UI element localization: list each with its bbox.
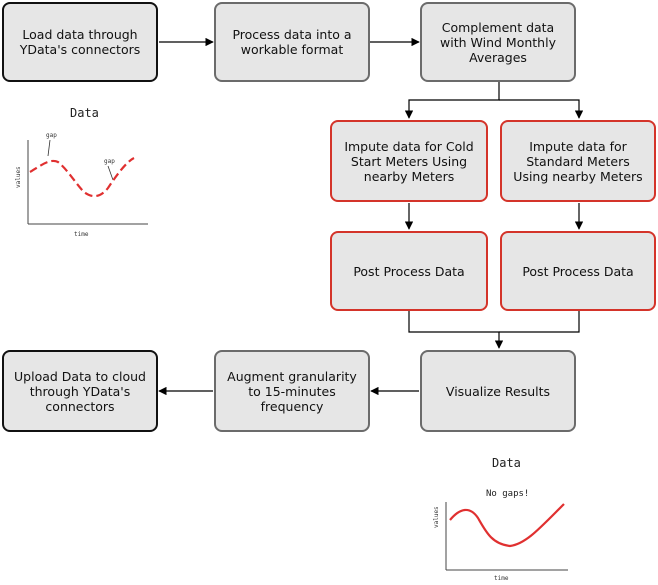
node-upload-data-label: Upload Data to cloud through YData's con… [14,368,146,414]
sketch-before-gap-label-2: gap [104,158,115,165]
sketch-before-gap-arrow-1 [47,139,51,157]
sketch-before-gap-arrow-2 [107,165,114,181]
sketch-before-series [29,157,135,198]
sketch-before-title: Data [70,106,99,120]
node-impute-standard-label: Impute data for Standard Meters Using ne… [513,138,643,184]
sketch-before-xlabel: time [74,231,89,238]
node-post-process-left[interactable]: Post Process Data [330,231,488,311]
sketch-data-no-gaps: Data No gaps! values time [433,456,568,582]
node-visualize-results-label: Visualize Results [445,383,551,399]
node-post-process-left-label: Post Process Data [353,263,465,279]
node-process-data[interactable]: Process data into a workable format [214,2,370,82]
sketch-before-gap-label-1: gap [46,132,57,139]
node-post-process-right[interactable]: Post Process Data [500,231,656,311]
node-complement-data-label: Complement data with Wind Monthly Averag… [440,19,556,65]
arrow-merge-left [408,310,504,349]
arrow-complement-split-right [499,99,584,119]
node-impute-cold-start[interactable]: Impute data for Cold Start Meters Using … [330,120,488,202]
sketch-after-xlabel: time [494,575,509,582]
node-process-data-label: Process data into a workable format [232,27,352,57]
node-complement-data[interactable]: Complement data with Wind Monthly Averag… [420,2,576,82]
sketch-data-with-gaps: Data values time gap gap [15,106,148,238]
node-load-data[interactable]: Load data through YData's connectors [2,2,158,82]
node-load-data-label: Load data through YData's connectors [19,27,141,57]
node-augment-granularity-label: Augment granularity to 15-minutes freque… [227,368,357,414]
node-visualize-results[interactable]: Visualize Results [420,350,576,432]
node-augment-granularity[interactable]: Augment granularity to 15-minutes freque… [214,350,370,432]
sketch-before-ylabel: values [15,166,22,188]
arrow-complement-split [404,82,500,119]
sketch-after-series [449,503,565,548]
node-upload-data[interactable]: Upload Data to cloud through YData's con… [2,350,158,432]
sketch-after-ylabel: values [433,506,440,528]
node-impute-standard[interactable]: Impute data for Standard Meters Using ne… [500,120,656,202]
sketch-after-note: No gaps! [486,489,529,499]
node-impute-cold-start-label: Impute data for Cold Start Meters Using … [344,138,474,184]
sketch-after-title: Data [492,456,521,470]
node-post-process-right-label: Post Process Data [522,263,634,279]
arrow-merge-right [499,310,580,333]
